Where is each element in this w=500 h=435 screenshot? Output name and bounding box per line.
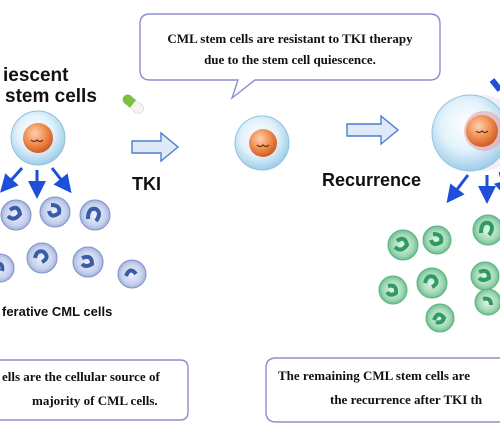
quiescent-stem-cell xyxy=(10,110,66,166)
green-cell xyxy=(378,275,408,305)
blue-cell xyxy=(79,199,111,231)
green-cell xyxy=(472,214,500,246)
top-callout-line1: CML stem cells are resistant to TKI ther… xyxy=(167,31,413,46)
recurrence-arrow xyxy=(346,114,400,146)
right-bottom-callout: The remaining CML stem cells are the rec… xyxy=(265,357,500,423)
activated-stem-cell xyxy=(431,94,500,172)
recurrence-label: Recurrence xyxy=(322,170,421,190)
blue-cell xyxy=(26,242,58,274)
blue-cell xyxy=(0,253,15,283)
green-cell xyxy=(470,261,500,291)
left-title-line1: iescent xyxy=(3,65,69,86)
tki-label: TKI xyxy=(132,174,161,194)
right-incoming-arrow xyxy=(489,78,500,92)
green-cell xyxy=(416,267,448,299)
left-box-line1: ells are the cellular source of xyxy=(2,369,160,384)
blue-cell xyxy=(39,196,71,228)
right-box-line1: The remaining CML stem cells are xyxy=(278,368,470,383)
recurrent-cml-cells xyxy=(378,214,500,333)
right-proliferation-arrows xyxy=(446,172,500,204)
left-title-line2: stem cells xyxy=(5,86,97,107)
tki-pill-icon xyxy=(122,94,144,114)
tki-arrow xyxy=(131,131,180,163)
left-box-line2: majority of CML cells. xyxy=(32,393,158,408)
left-bottom-callout: ells are the cellular source of majority… xyxy=(0,359,189,421)
blue-cell xyxy=(0,199,32,231)
green-cell xyxy=(387,229,419,261)
top-callout: CML stem cells are resistant to TKI ther… xyxy=(139,13,441,100)
left-cells-label: ferative CML cells xyxy=(2,304,112,319)
top-callout-line2: due to the stem cell quiescence. xyxy=(204,52,376,67)
right-box-line2: the recurrence after TKI th xyxy=(330,392,483,407)
proliferative-cml-cells xyxy=(0,196,147,289)
blue-cell xyxy=(72,246,104,278)
surviving-stem-cell xyxy=(234,115,290,171)
blue-cell xyxy=(117,259,147,289)
green-cell xyxy=(474,288,500,316)
green-cell xyxy=(425,303,455,333)
green-cell xyxy=(422,225,452,255)
left-differentiation-arrows xyxy=(0,167,72,199)
